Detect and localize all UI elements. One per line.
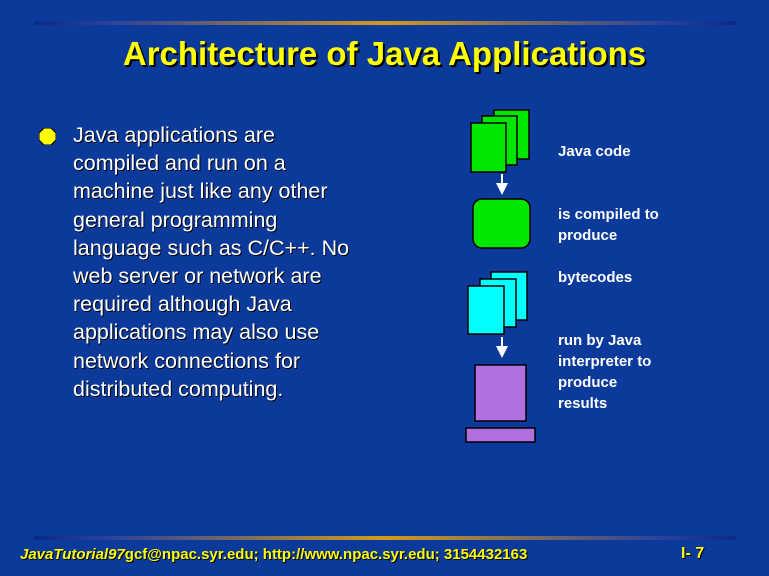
top-rule — [34, 21, 736, 25]
label-bytecodes: bytecodes — [558, 269, 633, 286]
bottom-rule — [34, 536, 736, 540]
arrow-down-icon — [496, 337, 508, 358]
label-java-code: Java code — [558, 143, 631, 160]
computer-icon — [465, 364, 536, 443]
slide-number: I- 7 — [681, 545, 705, 562]
arrow-down-icon — [496, 174, 508, 195]
java-code-pages-icon — [470, 109, 530, 173]
footer-tutorial: JavaTutorial97 — [20, 546, 125, 563]
bullet-icon — [39, 128, 56, 145]
bytecode-pages-icon — [467, 271, 528, 335]
label-compiled: is compiled to produce — [558, 206, 659, 244]
bullet-text: Java applications are compiled and run o… — [73, 123, 350, 401]
label-interpreter: run by Java interpreter to produce resul… — [558, 332, 652, 412]
footer-contact: gcf@npac.syr.edu; http://www.npac.syr.ed… — [124, 546, 528, 563]
slide-title: Architecture of Java Applications — [122, 35, 647, 72]
compiler-icon — [472, 198, 531, 249]
footer-credit: JavaTutorial97gcf@npac.syr.edu; http://w… — [20, 546, 527, 563]
